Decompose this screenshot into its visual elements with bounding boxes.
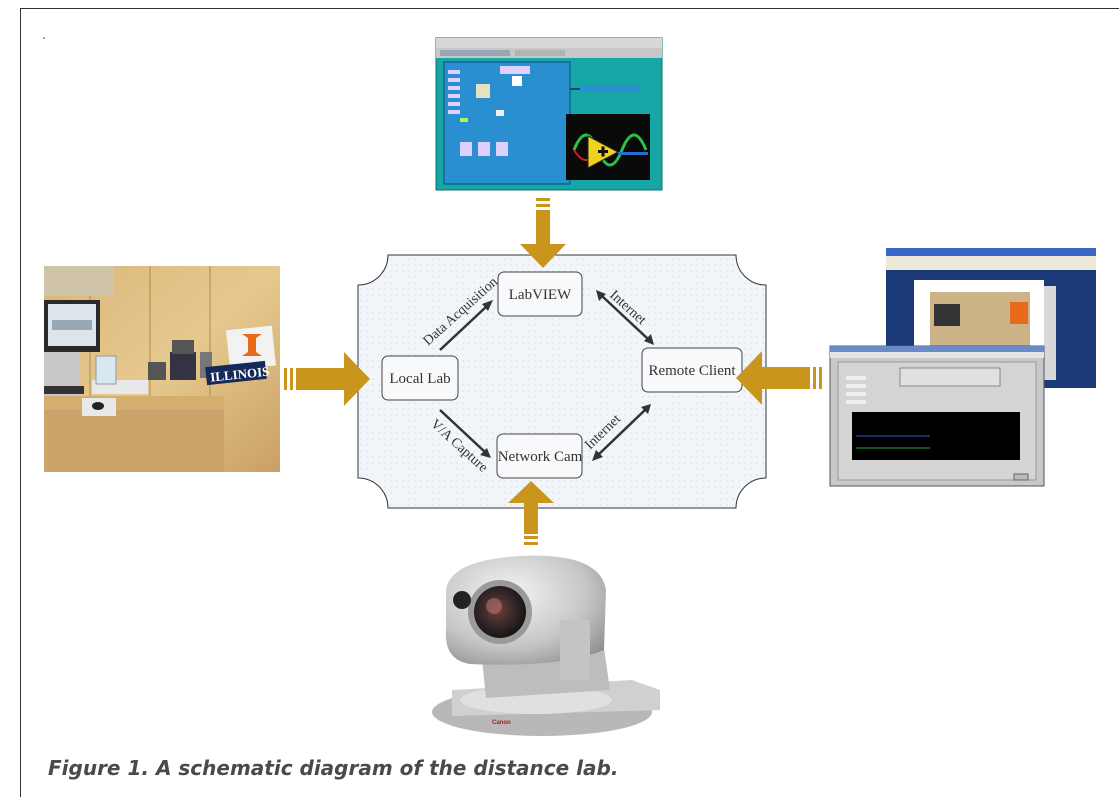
node-labview-label: LabVIEW — [509, 287, 572, 303]
remote-client-screenshot — [829, 248, 1096, 487]
node-local-lab: Local Lab — [381, 355, 459, 401]
local-lab-photo: ILLINOIS — [44, 266, 280, 472]
node-remote-client-label: Remote Client — [648, 363, 736, 379]
node-remote-client: Remote Client — [641, 347, 743, 393]
figure-caption: Figure 1. A schematic diagram of the dis… — [48, 756, 619, 780]
network-camera-photo: Canon — [432, 555, 660, 736]
arrow-right — [736, 351, 822, 405]
figure-frame — [20, 8, 1119, 797]
labview-screenshot — [435, 37, 663, 191]
arrow-bottom — [508, 481, 554, 545]
illinois-sign-text: ILLINOIS — [210, 364, 270, 385]
node-network-cam: Network Cam — [496, 433, 583, 479]
arrow-top — [520, 198, 566, 268]
camera-brand-text: Canon — [492, 720, 511, 726]
arrow-left — [284, 352, 370, 406]
central-panel — [357, 254, 767, 509]
node-local-lab-label: Local Lab — [389, 371, 450, 387]
node-labview: LabVIEW — [497, 271, 583, 317]
node-network-cam-label: Network Cam — [498, 449, 583, 465]
